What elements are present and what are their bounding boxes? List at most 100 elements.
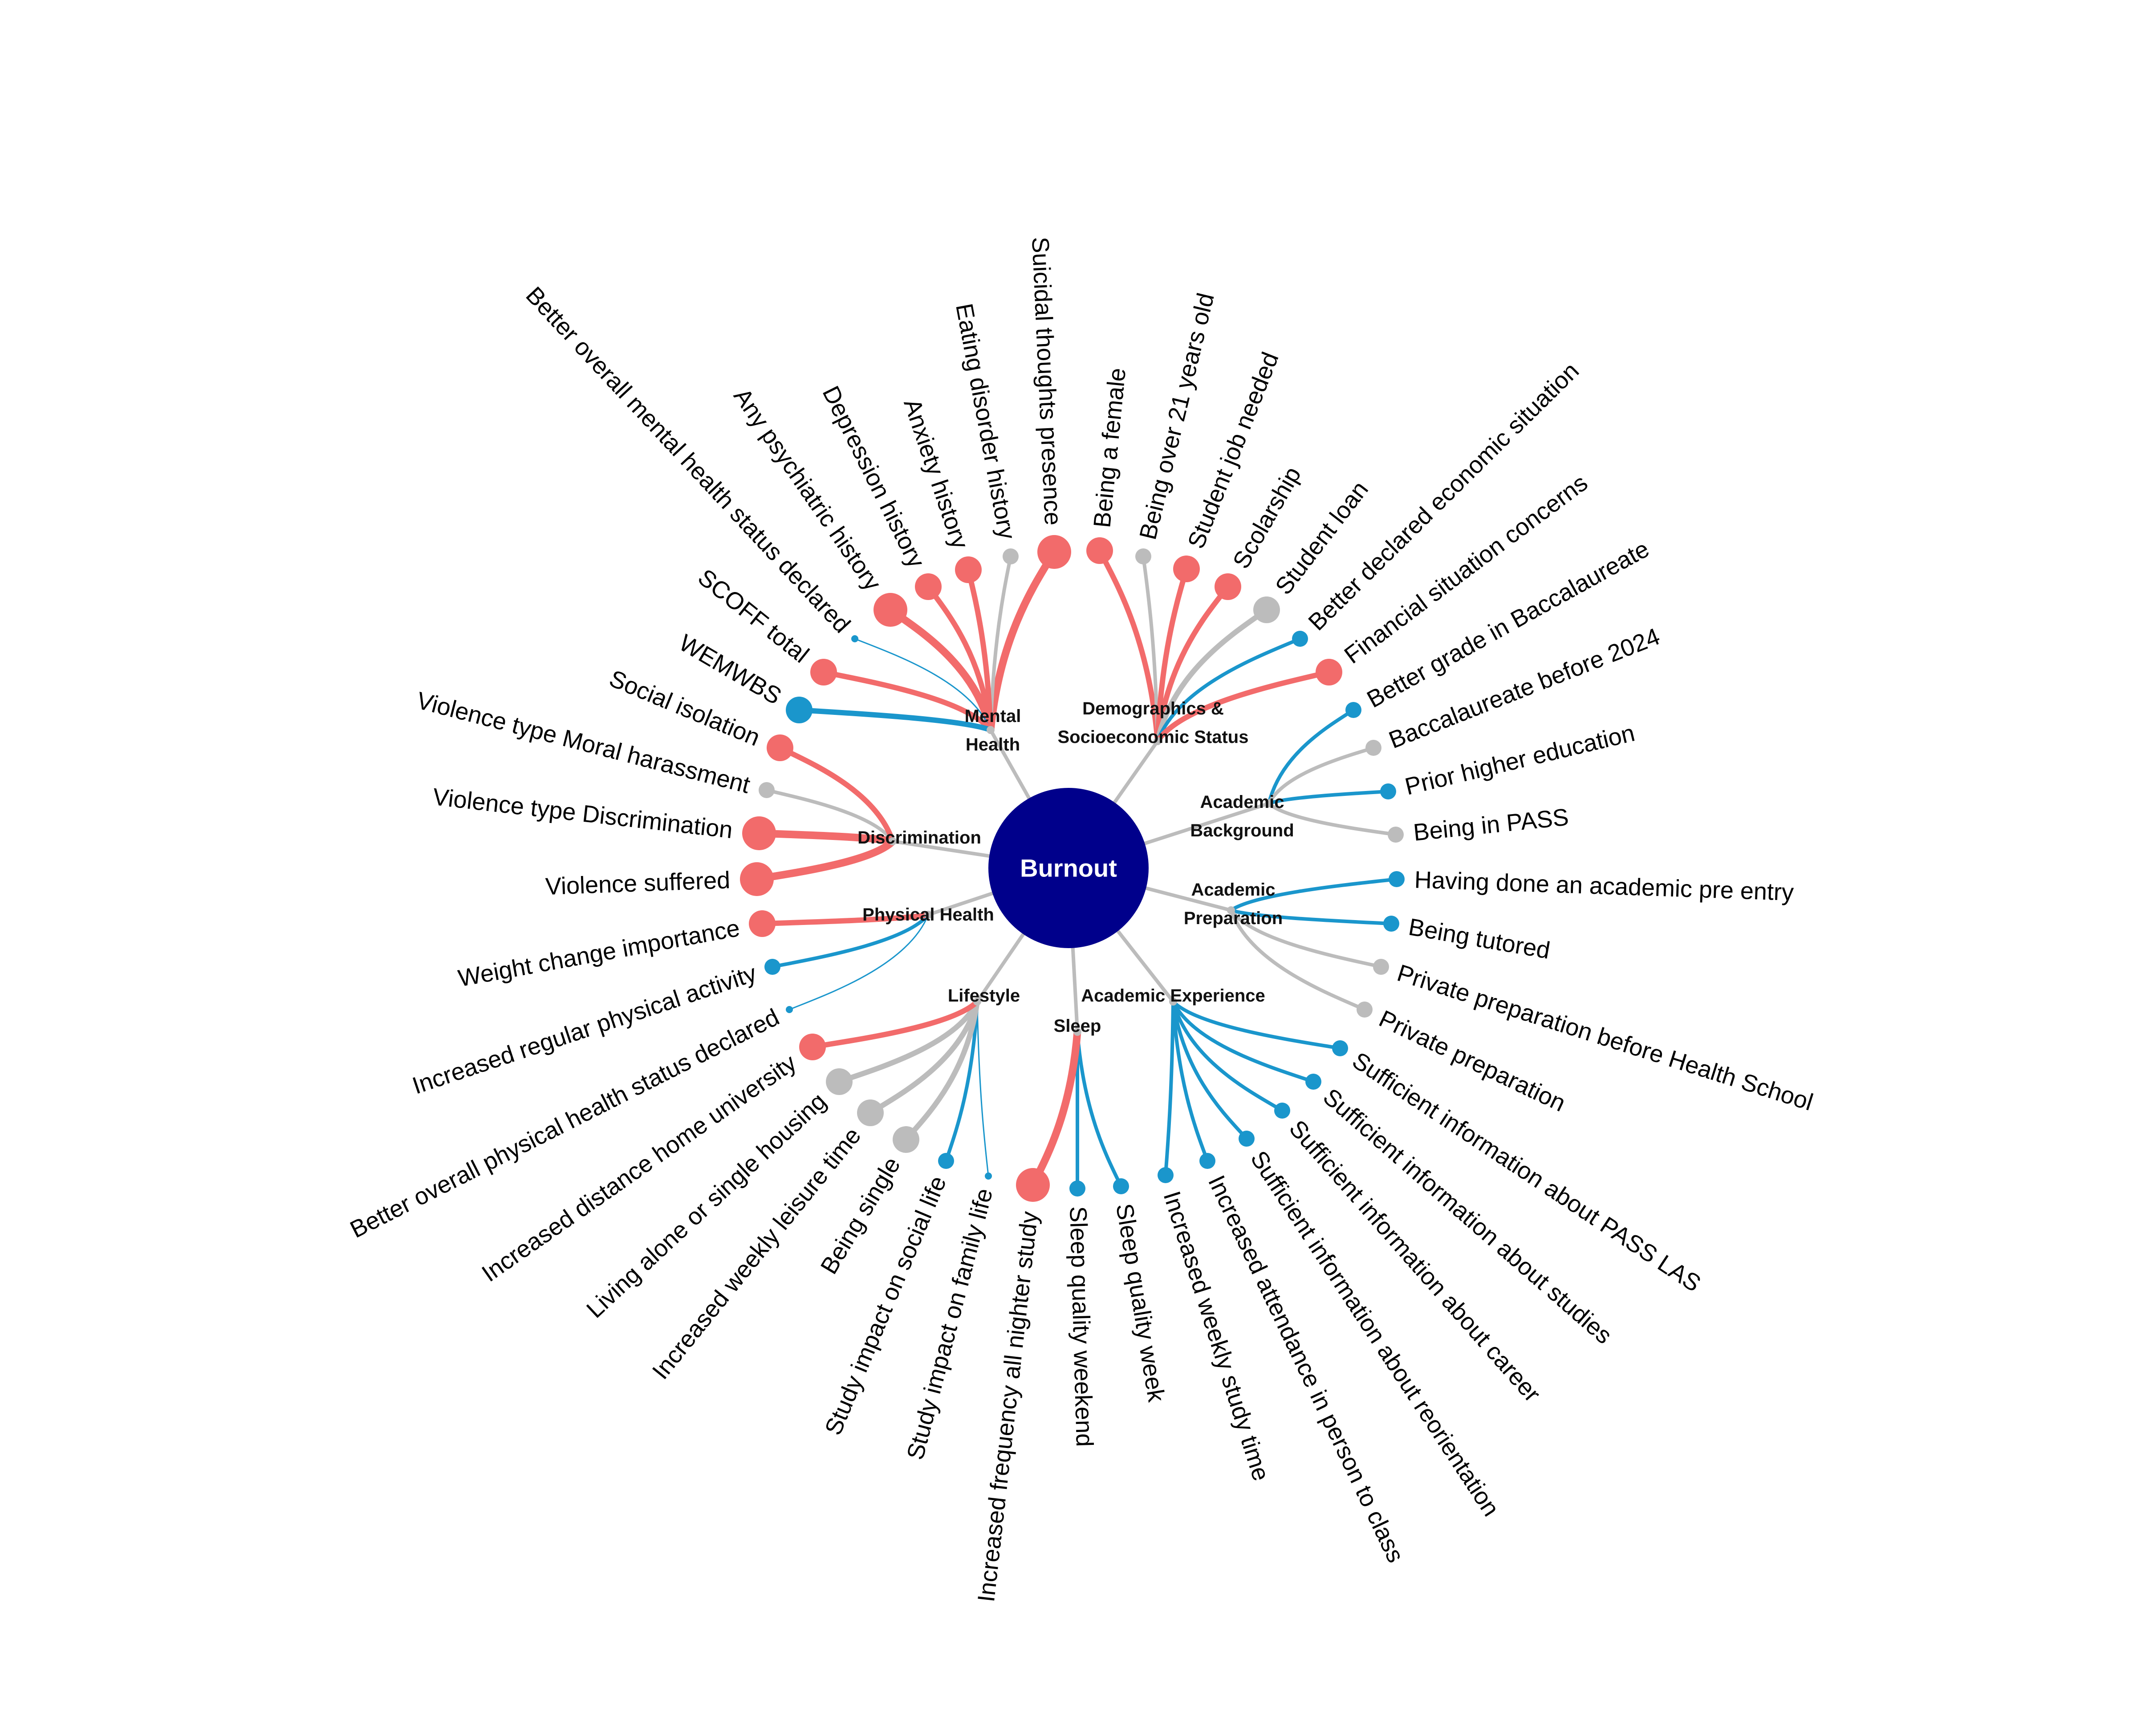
hub-academic-experience (1169, 998, 1177, 1006)
edge-lifestyle (944, 1000, 979, 1163)
edge-academic-preparation (1229, 909, 1383, 969)
leaf-node (955, 556, 982, 583)
leaf-node (873, 593, 907, 627)
leaf-label: Violence suffered (545, 867, 731, 900)
spoke-physical-health (927, 891, 994, 917)
edge-physical-health (771, 913, 930, 969)
spoke-sleep (1071, 947, 1079, 1032)
edge-demographics-socioeconomic-status (1097, 548, 1160, 744)
spoke-demographics-socioeconomic-status (1112, 740, 1159, 804)
spoke-academic-preparation (1145, 886, 1232, 912)
leaf-node (1373, 959, 1389, 975)
leaf-node (1357, 1002, 1373, 1018)
category-label-line: Academic (1200, 792, 1284, 812)
category-label-line: Preparation (1184, 909, 1283, 928)
category-label-line: Discrimination (857, 828, 981, 848)
leaf-label: Violence type Discrimination (431, 783, 734, 844)
edge-sleep (1076, 1030, 1123, 1188)
leaf-node (1069, 1180, 1085, 1197)
edge-physical-health (760, 912, 931, 926)
edge-mental-health (989, 555, 1012, 732)
leaf-node (786, 1006, 793, 1013)
edge-academic-preparation (1229, 909, 1366, 1011)
leaf-node (810, 659, 837, 685)
category-label-line: Socioeconomic Status (1058, 727, 1249, 747)
leaf-label: Being a female (1089, 367, 1131, 529)
leaf-label: Increased frequency all nighter study (973, 1210, 1043, 1603)
edge-mental-health (987, 548, 1058, 734)
edge-mental-health (821, 669, 993, 733)
leaf-node (1345, 702, 1361, 718)
category-label-sleep: Sleep (1054, 1016, 1101, 1036)
spoke-discrimination (892, 840, 991, 858)
hub-sleep (1073, 1028, 1081, 1036)
edge-academic-preparation (1229, 877, 1398, 912)
category-label-line: Demographics & (1082, 699, 1224, 718)
hub-mental-health (987, 726, 995, 734)
leaf-node (1003, 548, 1019, 564)
category-label-line: Health (966, 735, 1020, 754)
edge-demographics-socioeconomic-status (1155, 607, 1269, 744)
edge-academic-experience (1171, 1000, 1315, 1083)
edge-academic-experience (1164, 1000, 1175, 1177)
leaf-label: Increased weekly study time (1158, 1188, 1275, 1484)
hub-academic-preparation (1227, 906, 1235, 914)
leaf-node (767, 734, 793, 761)
edge-academic-experience (1171, 1000, 1248, 1140)
leaf-node (857, 1099, 884, 1126)
edge-lifestyle (810, 999, 980, 1050)
center-node: Burnout (988, 788, 1149, 948)
center-circle (988, 788, 1149, 948)
leaf-node (1239, 1131, 1255, 1147)
hub-academic-background (1265, 799, 1273, 807)
edge-sleep (1029, 1028, 1081, 1189)
leaf-node (1316, 659, 1342, 685)
edge-academic-experience (1171, 1000, 1284, 1112)
leaf-label: Suicidal thoughts presence (1027, 236, 1066, 526)
leaf-node (938, 1153, 954, 1169)
leaf-node (1199, 1153, 1215, 1169)
category-label-line: Mental (965, 706, 1021, 726)
leaf-node (1253, 596, 1280, 623)
leaf-node (1215, 573, 1241, 600)
edge-academic-background (1267, 746, 1375, 805)
leaf-label: Being tutored (1406, 913, 1552, 964)
leaf-node (915, 573, 942, 600)
hub-physical-health (924, 911, 932, 919)
leaf-node (851, 635, 858, 642)
leaf-node (1016, 1168, 1050, 1202)
category-label-line: Background (1190, 821, 1294, 840)
center-label: Burnout (1020, 854, 1117, 882)
category-label-line: Academic (1191, 880, 1276, 900)
category-label-academic-experience: Academic Experience (1081, 986, 1265, 1006)
edge-demographics-socioeconomic-status (1156, 637, 1302, 743)
spoke-mental-health (989, 729, 1031, 800)
edge-mental-health (796, 707, 993, 733)
leaf-node (1037, 535, 1071, 569)
leaf-node (799, 1034, 826, 1060)
leaf-node (740, 862, 774, 896)
category-label-discrimination: Discrimination (857, 828, 981, 848)
leaf-node (1383, 916, 1399, 932)
leaf-node (749, 910, 776, 937)
edge-demographics-socioeconomic-status (1155, 584, 1231, 744)
category-label-lifestyle: Lifestyle (948, 986, 1020, 1006)
hub-demographics-socioeconomic-status (1154, 737, 1162, 745)
leaf-node (1086, 537, 1113, 564)
leaf-label: Sleep quality week (1111, 1202, 1170, 1404)
category-label-demographics-socioeconomic-status: Demographics & Socioeconomic Status (1058, 699, 1249, 747)
leaf-node (1292, 631, 1308, 647)
hub-discrimination (889, 837, 897, 845)
leaf-node (1158, 1167, 1174, 1183)
leaf-node (742, 816, 776, 850)
leaf-label: Having done an academic pre entry (1414, 866, 1794, 906)
leaf-node (1388, 827, 1404, 843)
edge-academic-experience (1171, 1000, 1342, 1050)
category-label-line: Lifestyle (948, 986, 1020, 1006)
hub-lifestyle (973, 998, 981, 1006)
